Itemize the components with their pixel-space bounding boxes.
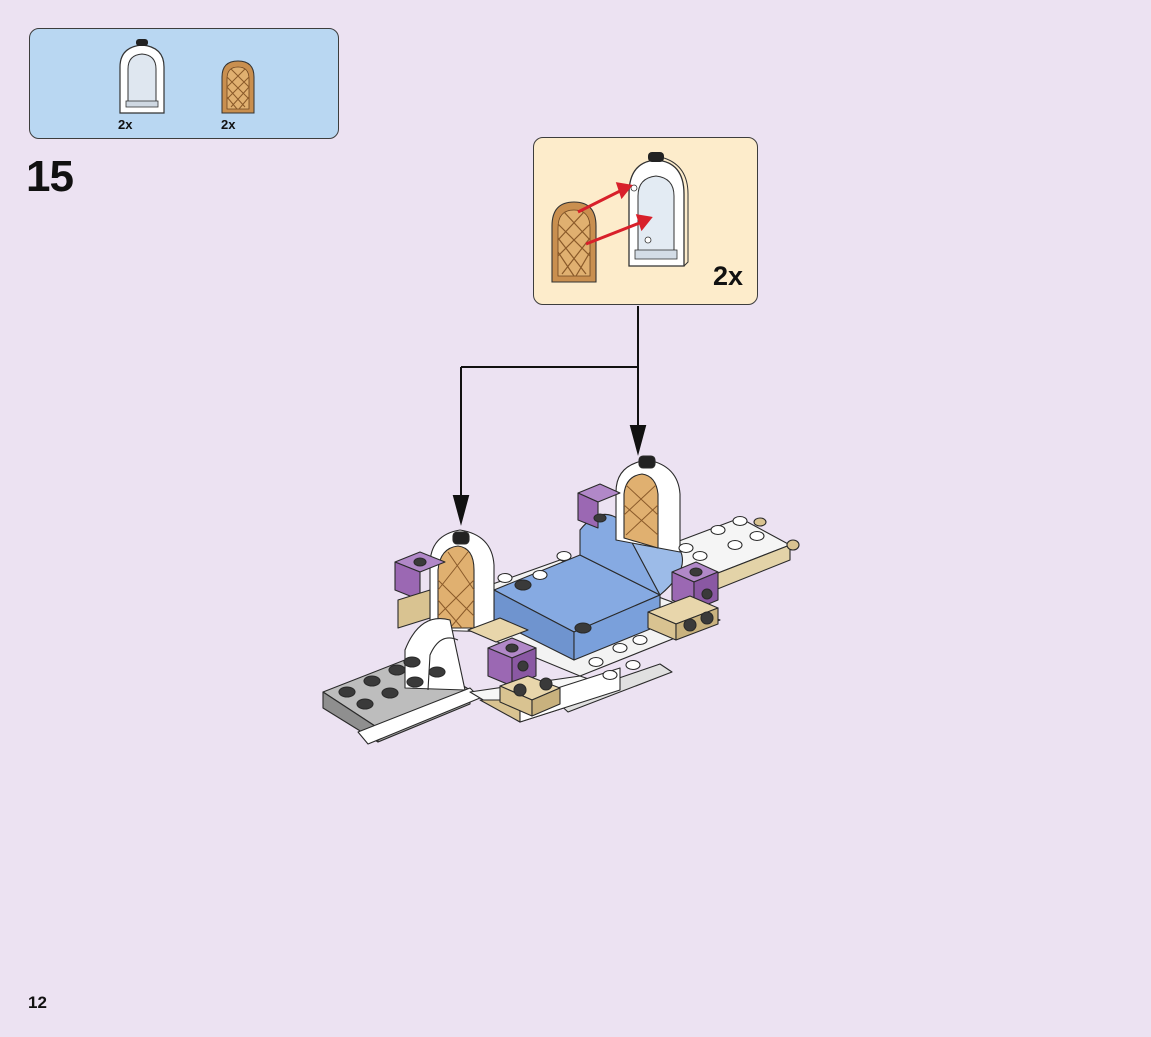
- red-arrows: [577, 182, 653, 246]
- callout-illustration: [551, 152, 689, 283]
- parts-list-box: 2x 2x: [29, 28, 339, 139]
- lattice-door-icon: [221, 60, 255, 114]
- lattice-door-quantity: 2x: [221, 117, 236, 132]
- window-frame-icon: [628, 152, 689, 267]
- lego-model: [322, 455, 800, 745]
- window-frame-icon: [119, 39, 165, 114]
- lattice-door-icon: [551, 201, 597, 283]
- window-frame-quantity: 2x: [118, 117, 133, 132]
- callout-quantity: 2x: [712, 261, 743, 291]
- page-number: 12: [28, 993, 47, 1012]
- subassembly-callout: 2x: [533, 137, 758, 305]
- step-number: 15: [26, 152, 74, 201]
- connector-arrows: [452, 306, 647, 526]
